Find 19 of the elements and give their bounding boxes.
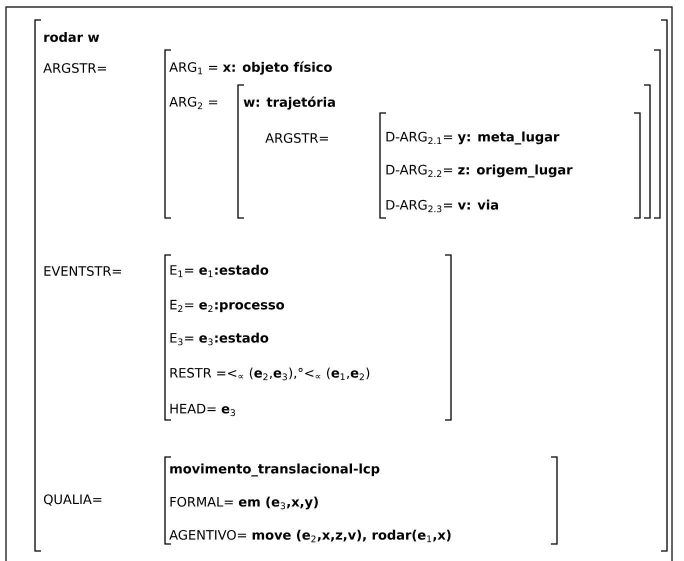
feature-heading: movimento_translacional-lcp — [170, 464, 380, 476]
feature-row: HEAD= e$_{3}$ — [170, 404, 235, 416]
feature-row: ARG$_{1}$ = x: objeto físico — [169, 61, 332, 75]
feature-row: D-ARG$_{2.3}$= v: via — [386, 200, 498, 212]
feature-row: RESTR =<$_{∝}$ (e$_{2}$,e$_{3}$),°<$_{∝}$ (e$_{1}$,e$_{2}$) — [170, 368, 370, 380]
feature-heading: w: trajetória — [244, 96, 335, 110]
feature-row: QUALIA= — [44, 494, 102, 506]
feature-heading: rodar w — [44, 32, 100, 42]
feature-row: ARG$_{2}$ = — [169, 96, 218, 110]
feature-row: D-ARG$_{2.1}$= y: meta_lugar — [386, 132, 560, 144]
feature-row: FORMAL= em (e$_{3}$,x,y) — [170, 496, 318, 510]
feature-row: E$_{3}$= e$_{3}$:estado — [170, 332, 268, 346]
feature-row: E$_{1}$= e$_{1}$:estado — [170, 264, 268, 278]
feature-row: ARGSTR= — [43, 63, 106, 73]
feature-row: ARGSTR= — [265, 133, 328, 143]
feature-row: E$_{2}$= e$_{2}$:processo — [170, 300, 284, 312]
feature-row: AGENTIVO= move (e$_{2}$,x,z,v), rodar(e$_{1}$,x) — [169, 530, 451, 542]
feature-row: EVENTSTR= — [44, 266, 121, 276]
feature-row: D-ARG$_{2.2}$= z: origem_lugar — [386, 164, 573, 178]
